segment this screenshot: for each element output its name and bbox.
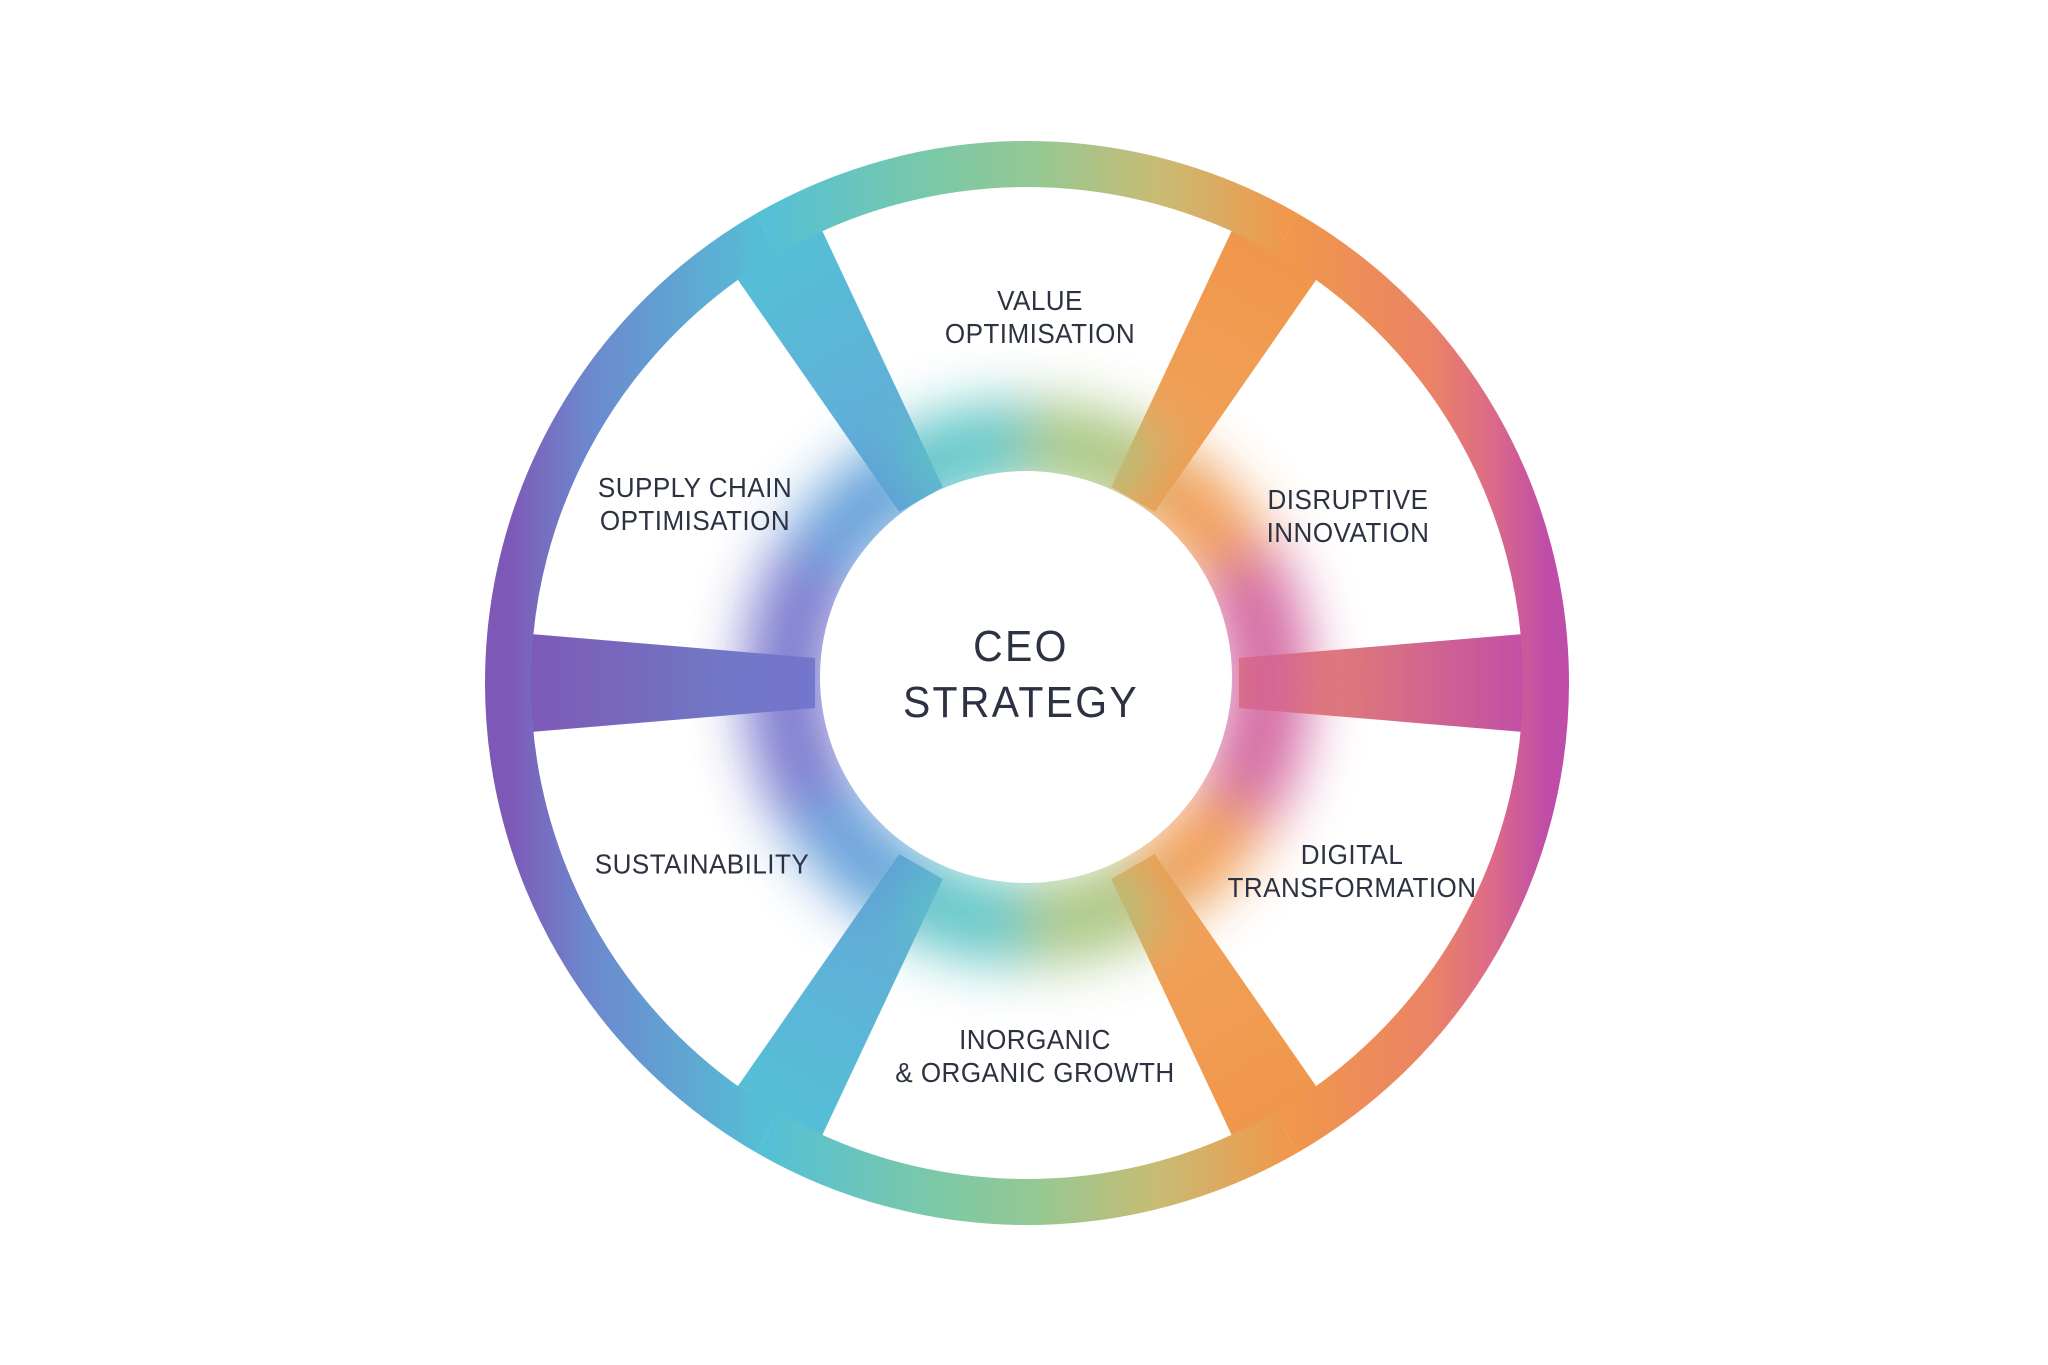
segment-label-line: OPTIMISATION: [944, 318, 1136, 349]
segment-label-disruptive-innovation: DISRUPTIVE INNOVATION: [1260, 483, 1435, 549]
center-title: CEO STRATEGY: [894, 619, 1148, 731]
ring-arc-upper-right: [1274, 213, 1569, 684]
segment-label-line: DIGITAL: [1300, 839, 1404, 870]
segment-label-line: INORGANIC: [959, 1024, 1111, 1055]
segment-label-digital-transformation: DIGITAL TRANSFORMATION: [1218, 838, 1486, 904]
hub-circle: [820, 471, 1232, 883]
segment-label-line: SUPPLY CHAIN: [597, 472, 793, 503]
spoke-west: [519, 633, 815, 733]
segment-label-line: VALUE: [997, 285, 1083, 316]
center-title-line: STRATEGY: [902, 678, 1140, 727]
segment-label-line: TRANSFORMATION: [1227, 872, 1477, 903]
segment-label-line: SUSTAINABILITY: [594, 848, 810, 880]
ring-arc-lower-right: [1274, 682, 1569, 1153]
ring-arc-top: [756, 141, 1298, 254]
center-title-line: CEO: [973, 622, 1069, 671]
hub-glow: [744, 400, 1310, 966]
segment-label-line: INNOVATION: [1266, 517, 1430, 548]
segment-label-line: & ORGANIC GROWTH: [895, 1057, 1175, 1088]
segment-label-line: OPTIMISATION: [599, 505, 791, 536]
ring-arc-lower-left: [485, 682, 780, 1153]
outer-ring: [485, 141, 1569, 1225]
segment-label-value-optimisation: VALUE OPTIMISATION: [938, 284, 1143, 350]
segment-label-line: DISRUPTIVE: [1267, 484, 1429, 515]
spoke-east: [1239, 633, 1535, 733]
segment-label-supply-chain-optimisation: SUPPLY CHAIN OPTIMISATION: [591, 471, 800, 537]
segment-label-sustainability: SUSTAINABILITY: [587, 848, 818, 881]
ring-arc-bottom: [756, 1112, 1298, 1225]
ring-arc-upper-left: [485, 213, 780, 684]
segment-label-inorganic-organic-growth: INORGANIC & ORGANIC GROWTH: [885, 1023, 1185, 1089]
